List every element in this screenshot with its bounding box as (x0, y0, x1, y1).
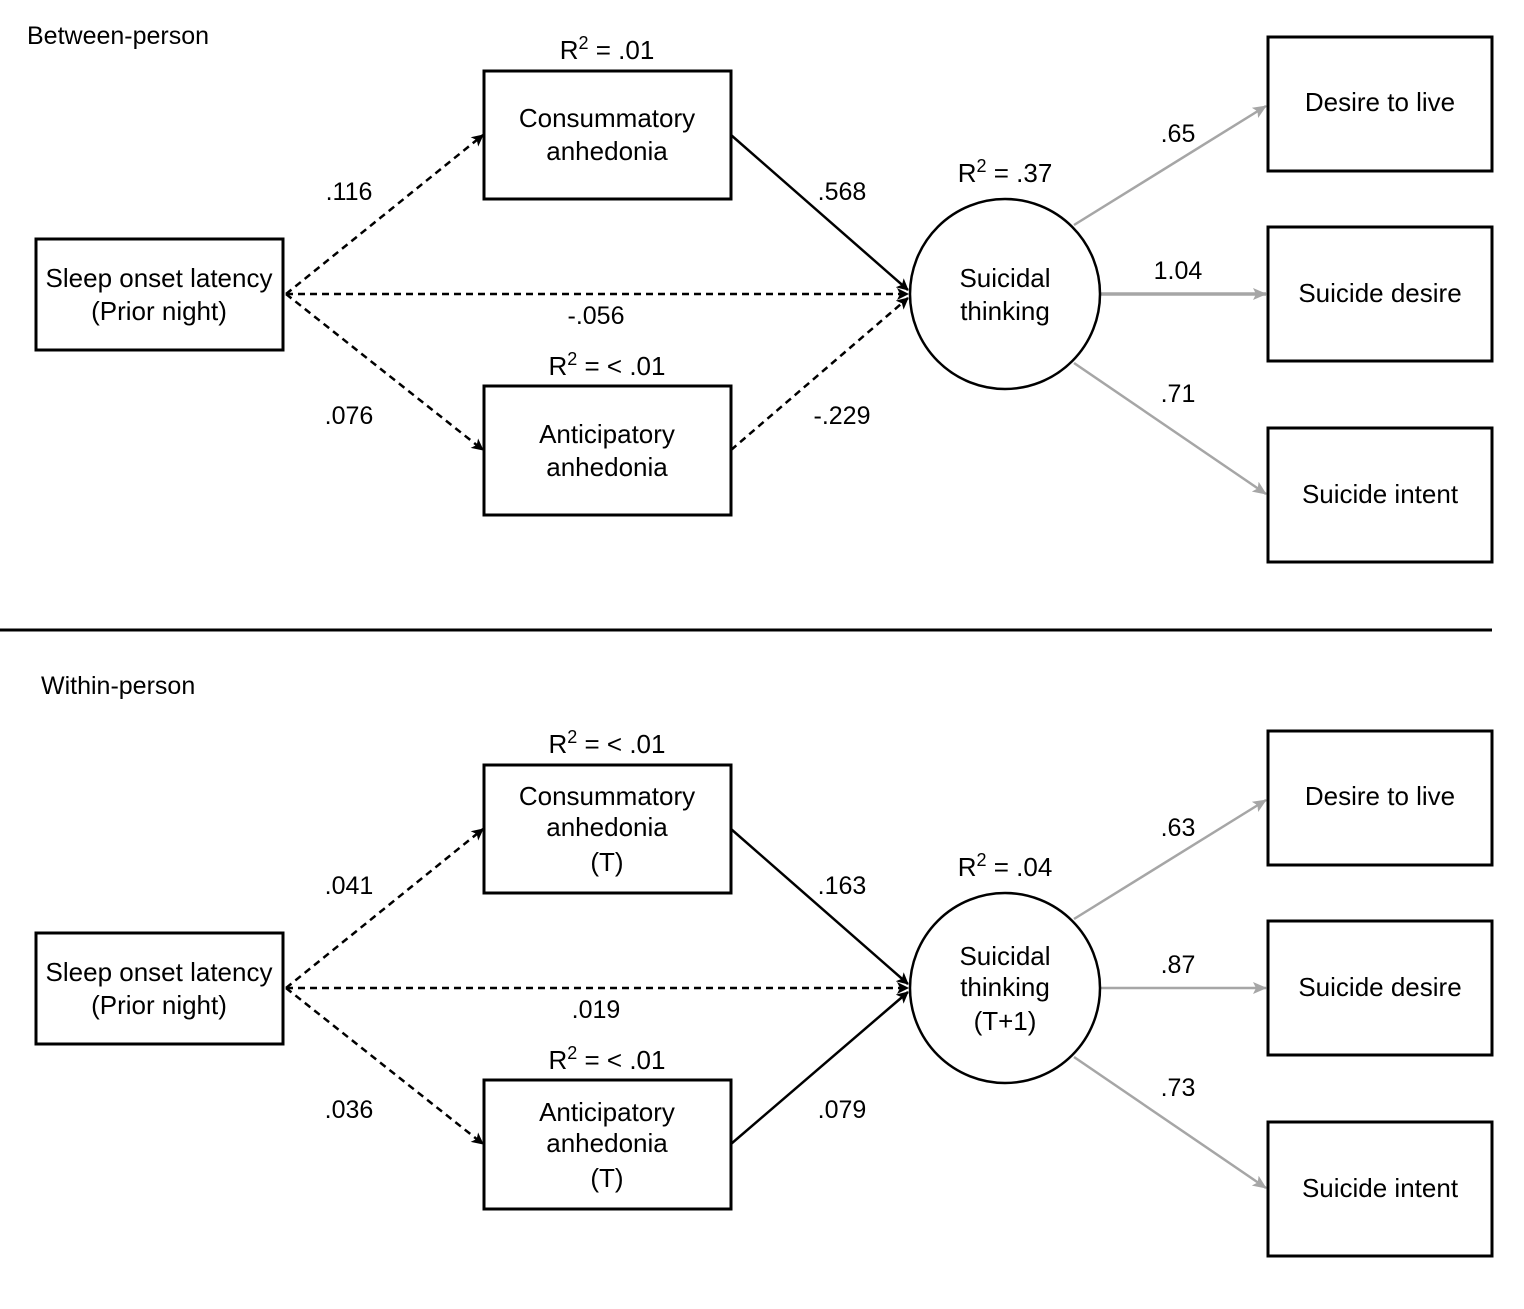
latent-label-line2: thinking (960, 972, 1050, 1002)
predictor-label-line2: (Prior night) (91, 990, 227, 1020)
coef-direct: -.056 (568, 302, 625, 330)
indicator-box-2 (1266, 919, 1494, 1057)
coef-a-top: .116 (326, 178, 373, 206)
mediator-bottom-r2: R2 = < .01 (549, 349, 666, 381)
indicator-box-1 (1266, 729, 1494, 867)
latent-circle (908, 891, 1102, 1085)
mediator-bottom-label-line3: (T) (590, 1163, 623, 1193)
indicator-label-1: Desire to live (1305, 781, 1455, 811)
indicator-box-2 (1266, 225, 1494, 363)
predictor-label-line1: Sleep onset latency (46, 263, 273, 293)
mediator-top-r2: R2 = < .01 (549, 727, 666, 759)
coef-a-top: .041 (325, 872, 374, 900)
coef-b-top: .163 (818, 872, 867, 900)
path-a-top (285, 134, 484, 295)
panel-between-person: Between-person Sleep onset latency (Prio… (27, 22, 1494, 564)
latent-label-line2: thinking (960, 296, 1050, 326)
indicator-label-1: Desire to live (1305, 87, 1455, 117)
latent-label-line1: Suicidal (959, 941, 1050, 971)
panel-title: Within-person (41, 672, 195, 700)
latent-circle (908, 197, 1102, 391)
coef-load-1: .65 (1161, 120, 1196, 148)
coef-b-bottom: .079 (818, 1096, 867, 1124)
indicator-label-2: Suicide desire (1298, 972, 1461, 1002)
mediator-bottom-r2: R2 = < .01 (549, 1043, 666, 1075)
mediator-top-label-line1: Consummatory (519, 103, 695, 133)
panel-title: Between-person (27, 22, 209, 50)
loading-3 (1073, 1055, 1267, 1190)
mediator-top-label-line2: anhedonia (546, 812, 668, 842)
mediator-top-box (482, 763, 733, 895)
predictor-label-line2: (Prior night) (91, 296, 227, 326)
indicator-box-1 (1266, 35, 1494, 173)
loading-1 (1073, 798, 1267, 921)
mediator-top-label-line1: Consummatory (519, 781, 695, 811)
latent-r2: R2 = .04 (958, 850, 1053, 882)
latent-label-line1: Suicidal (959, 263, 1050, 293)
indicator-label-3: Suicide intent (1302, 1173, 1459, 1203)
path-b-bottom (730, 991, 909, 1145)
coef-a-bottom: .036 (325, 1096, 374, 1124)
coef-load-1: .63 (1161, 814, 1196, 842)
mediator-bottom-label-line1: Anticipatory (539, 1097, 675, 1127)
coef-load-3: .73 (1161, 1074, 1196, 1102)
mediator-top-box (482, 69, 733, 201)
latent-r2: R2 = .37 (958, 156, 1053, 188)
mediator-bottom-label-line2: anhedonia (546, 1128, 668, 1158)
path-a-top (285, 828, 484, 989)
predictor-box (34, 931, 285, 1046)
indicator-box-3 (1266, 426, 1494, 564)
coef-a-bottom: .076 (325, 402, 374, 430)
indicator-label-3: Suicide intent (1302, 479, 1459, 509)
coef-b-bottom: -.229 (814, 402, 871, 430)
coef-direct: .019 (572, 996, 621, 1024)
path-a-bottom (285, 987, 484, 1145)
mediator-bottom-box (482, 384, 733, 517)
coef-load-3: .71 (1161, 380, 1196, 408)
panel-within-person: Within-person Sleep onset latency (Prior… (34, 672, 1494, 1258)
path-b-top (730, 134, 909, 291)
predictor-label-line1: Sleep onset latency (46, 957, 273, 987)
path-b-top (730, 828, 909, 985)
coef-load-2: 1.04 (1154, 257, 1203, 285)
loading-1 (1073, 104, 1267, 227)
mediator-bottom-box (482, 1078, 733, 1211)
latent-label-line3: (T+1) (974, 1006, 1037, 1036)
mediator-top-label-line3: (T) (590, 847, 623, 877)
mediator-top-label-line2: anhedonia (546, 136, 668, 166)
mediator-bottom-label-line2: anhedonia (546, 452, 668, 482)
mediator-top-r2: R2 = .01 (560, 33, 655, 65)
mediator-bottom-label-line1: Anticipatory (539, 419, 675, 449)
indicator-box-3 (1266, 1120, 1494, 1258)
indicator-label-2: Suicide desire (1298, 278, 1461, 308)
coef-load-2: .87 (1161, 951, 1196, 979)
path-b-bottom (730, 297, 909, 451)
path-a-bottom (285, 293, 484, 451)
predictor-box (34, 237, 285, 352)
loading-3 (1073, 361, 1267, 496)
coef-b-top: .568 (818, 178, 867, 206)
